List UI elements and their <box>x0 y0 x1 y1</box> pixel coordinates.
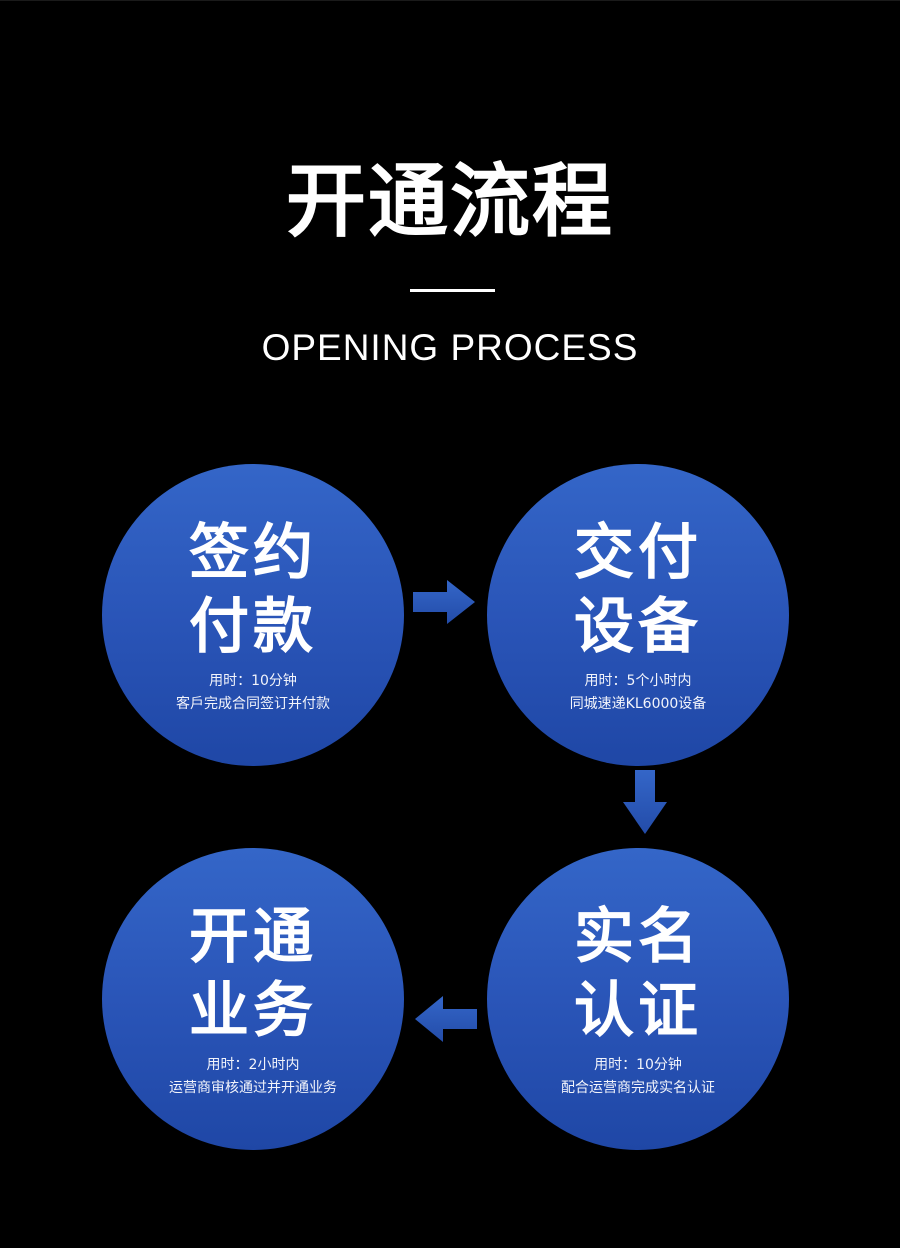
step-sign-payment: 签约 付款 用时：10分钟 客戶完成合同签订并付款 <box>102 464 404 766</box>
step-time: 用时：5个小时内 <box>584 673 692 689</box>
step-title-line1: 交付 <box>574 518 702 588</box>
step-title-line2: 设备 <box>574 592 702 662</box>
step-description: 客戶完成合同签订并付款 <box>176 696 330 712</box>
step-description: 运营商审核通过并开通业务 <box>169 1080 337 1096</box>
step-title-line1: 签约 <box>189 518 317 588</box>
step-deliver-device: 交付 设备 用时：5个小时内 同城速递KL6000设备 <box>487 464 789 766</box>
step-title: 交付 设备 <box>487 516 789 664</box>
arrow-left-icon <box>415 996 477 1042</box>
step-activate-service: 开通 业务 用时：2小时内 运营商审核通过并开通业务 <box>102 848 404 1150</box>
top-border <box>0 0 900 1</box>
step-description: 同城速递KL6000设备 <box>569 696 707 712</box>
page-subtitle: OPENING PROCESS <box>261 327 639 368</box>
title-divider <box>410 289 495 292</box>
step-title-line2: 付款 <box>189 592 317 662</box>
arrow-right-icon <box>413 580 475 624</box>
step-title: 实名 认证 <box>487 900 789 1048</box>
step-title: 签约 付款 <box>102 516 404 664</box>
step-real-name-verification: 实名 认证 用时：10分钟 配合运营商完成实名认证 <box>487 848 789 1150</box>
step-title: 开通 业务 <box>102 900 404 1048</box>
step-time: 用时：10分钟 <box>594 1057 682 1073</box>
step-time: 用时：10分钟 <box>209 673 297 689</box>
step-title-line1: 实名 <box>574 902 702 972</box>
step-description: 配合运营商完成实名认证 <box>561 1080 715 1096</box>
step-title-line1: 开通 <box>189 902 317 972</box>
page-title: 开通流程 <box>286 155 614 248</box>
step-title-line2: 业务 <box>189 976 317 1046</box>
arrow-down-icon <box>623 770 667 834</box>
step-time: 用时：2小时内 <box>206 1057 300 1073</box>
step-title-line2: 认证 <box>574 976 702 1046</box>
